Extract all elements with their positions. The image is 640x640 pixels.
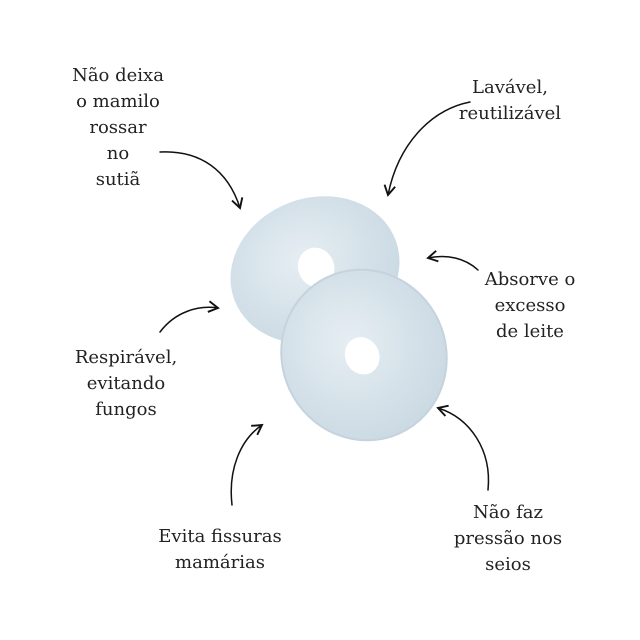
label-line: no <box>106 143 130 164</box>
label-line: Evita fissuras <box>158 526 282 547</box>
label-line: Absorve o <box>484 269 576 290</box>
arrow-icon <box>230 423 264 506</box>
label-line: Não faz <box>473 502 543 523</box>
feature-breathable: Respirável, evitando fungos <box>75 345 177 423</box>
arrow-icon <box>159 300 220 333</box>
label-line: pressão nos <box>453 528 563 549</box>
feature-prevents-fissures: Evita fissuras mamárias <box>158 524 281 576</box>
label-line: fungos <box>95 399 157 420</box>
arrow-icon <box>436 404 490 491</box>
arrow-icon <box>426 250 479 271</box>
label-line: sutiã <box>95 169 141 190</box>
label-line: seios <box>485 554 531 575</box>
label-line: reutilizável <box>458 103 562 124</box>
label-line: evitando <box>86 373 166 394</box>
label-line: Lavável, <box>472 77 548 98</box>
label-line: Não deixa <box>72 65 164 86</box>
breast-pad-front <box>280 268 448 442</box>
label-line: Respirável, <box>74 347 178 368</box>
label-line: mamárias <box>175 552 265 573</box>
arrow-icon <box>159 151 244 210</box>
feature-no-rubbing: Não deixa o mamilo rossar no sutiã <box>72 63 164 193</box>
label-line: de leite <box>496 321 564 342</box>
label-line: rossar <box>89 117 147 138</box>
feature-washable: Lavável, reutilizável <box>459 75 561 127</box>
feature-absorbs: Absorve o excesso de leite <box>485 267 576 345</box>
label-line: o mamilo <box>76 91 160 112</box>
feature-no-pressure: Não faz pressão nos seios <box>454 500 562 578</box>
arrow-icon <box>383 101 471 197</box>
label-line: excesso <box>494 295 566 316</box>
